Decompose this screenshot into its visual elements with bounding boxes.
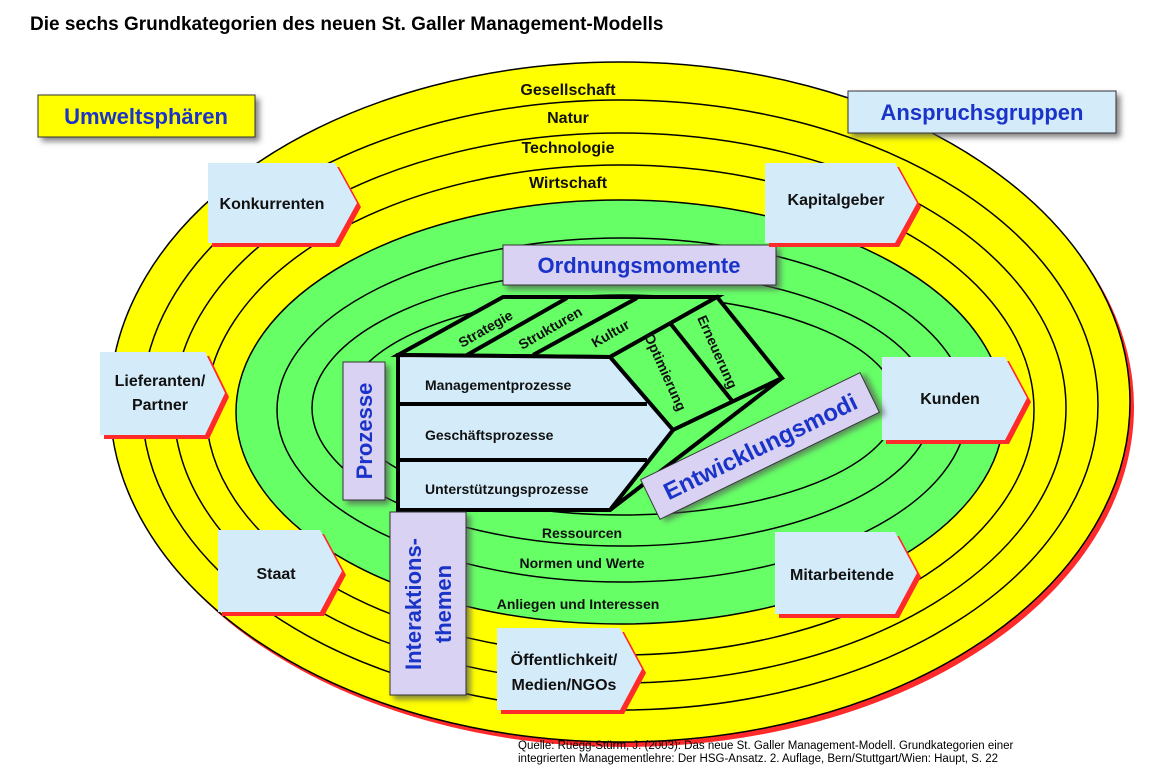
stakeholder-oeffentlichkeit-line2: Medien/NGOs (512, 677, 617, 694)
interaktionsthemen-box (389, 511, 467, 696)
source-citation: Quelle: Rüegg-Stürm, J. (2003): Das neue… (518, 740, 1013, 766)
anspruch-header-box (847, 90, 1117, 134)
arrow-konkurrenten (208, 163, 357, 243)
source-line-1: Quelle: Rüegg-Stürm, J. (2003): Das neue… (518, 740, 1014, 752)
sphere-wirtschaft: Wirtschaft (529, 175, 608, 192)
prozesse-label: Prozesse (352, 383, 377, 480)
arrow-lieferanten (100, 352, 225, 435)
stakeholder-staat: Staat (256, 566, 296, 583)
arrow-staat (218, 530, 342, 612)
ordnung-header-box (502, 244, 777, 286)
anspruch-header: Anspruchsgruppen (881, 100, 1084, 125)
process-management: Managementprozesse (425, 377, 571, 393)
arrow-oeffentlichkeit (497, 628, 642, 710)
arrow-kunden (882, 357, 1027, 440)
source-line-2: integrierten Managementlehre: Der HSG-An… (518, 753, 999, 765)
diagram-title: Die sechs Grundkategorien des neuen St. … (30, 14, 664, 35)
process-unterstuetzung: Unterstützungsprozesse (425, 481, 589, 497)
sphere-gesellschaft: Gesellschaft (520, 82, 616, 99)
entwicklungsmodi-box (640, 372, 880, 520)
stakeholder-oeffentlichkeit-line1: Öffentlichkeit/ (511, 650, 618, 669)
interaktionsthemen-line1: Interaktions- (401, 538, 426, 670)
stakeholder-mitarbeitende: Mitarbeitende (790, 567, 894, 584)
umwelt-header-box (37, 94, 256, 138)
process-cube (390, 294, 786, 512)
stakeholder-lieferanten-line2: Partner (132, 397, 188, 414)
stakeholder-kapitalgeber: Kapitalgeber (788, 192, 885, 209)
sphere-technologie: Technologie (521, 140, 614, 157)
cube-front-face (396, 352, 676, 512)
topic-anliegen: Anliegen und Interessen (497, 596, 660, 612)
sphere-natur: Natur (547, 110, 589, 127)
process-geschaeft: Geschäftsprozesse (425, 427, 554, 443)
ordnung-header: Ordnungsmomente (538, 253, 741, 278)
interaktionsthemen-line2: themen (431, 565, 456, 643)
stakeholder-lieferanten-line1: Lieferanten/ (115, 373, 206, 390)
arrow-kapitalgeber (765, 163, 917, 243)
topic-normen: Normen und Werte (520, 555, 645, 571)
prozesse-box (342, 361, 386, 501)
topic-ressourcen: Ressourcen (542, 525, 622, 541)
stakeholder-arrows (100, 163, 1031, 714)
stakeholder-konkurrenten: Konkurrenten (220, 196, 325, 213)
stakeholder-kunden: Kunden (920, 391, 980, 408)
umwelt-header: Umweltsphären (64, 104, 228, 129)
arrow-mitarbeitende (775, 532, 917, 614)
